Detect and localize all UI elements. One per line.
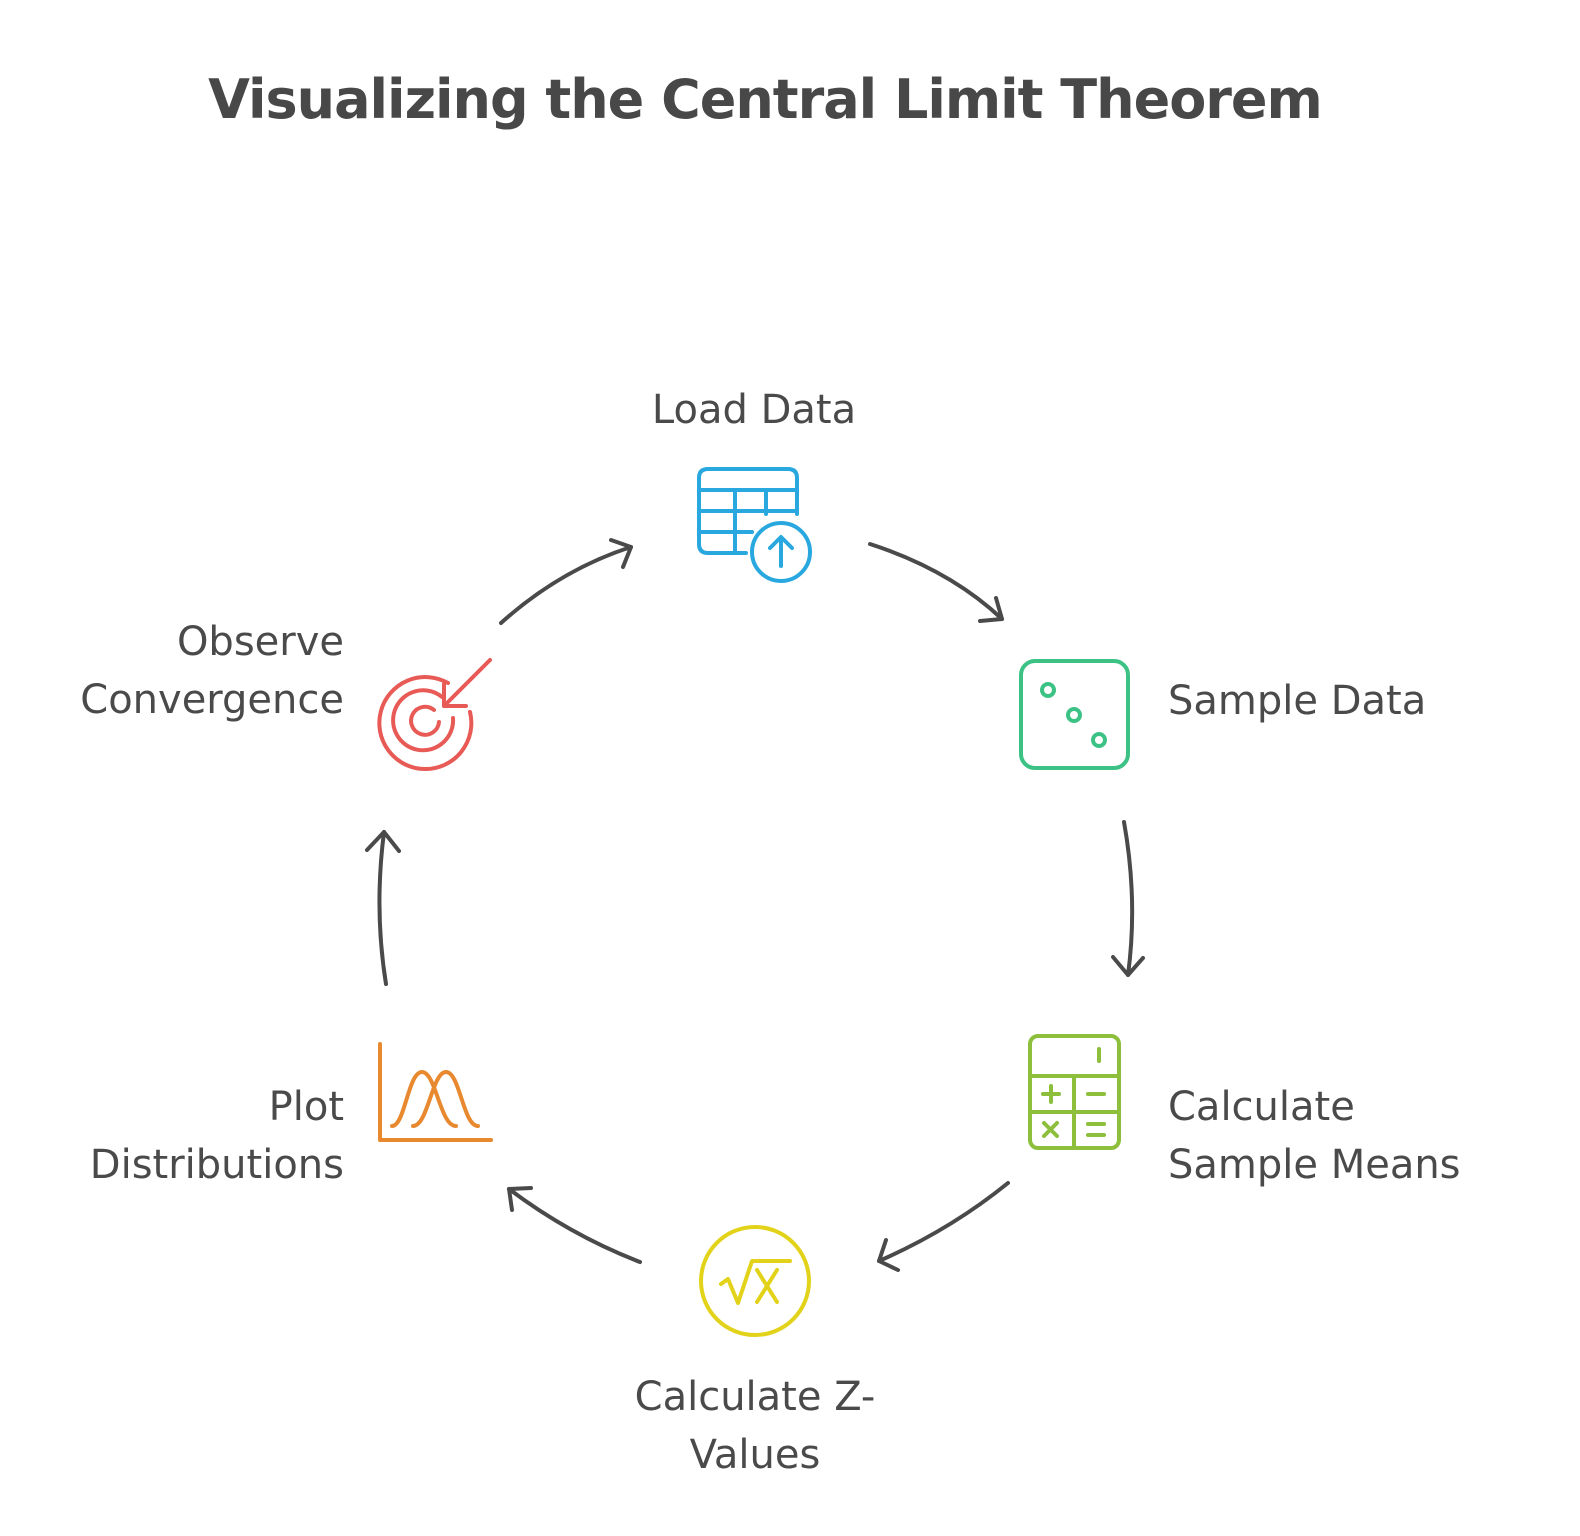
- step-label-line: Values: [689, 1432, 821, 1478]
- step-label-line: Sample Means: [1168, 1142, 1461, 1188]
- diagram-title: Visualizing the Central Limit Theorem: [208, 68, 1323, 131]
- step-label-observe-convergence: Observe Convergence: [20, 613, 344, 729]
- arrow-observe-to-load: [499, 538, 633, 625]
- target-icon: [377, 658, 492, 772]
- arrow-load-to-sample: [868, 542, 1004, 623]
- square-root-icon: [699, 1225, 811, 1337]
- arrow-sample-to-means: [1111, 820, 1145, 977]
- dice-icon: [1019, 659, 1130, 770]
- step-label-sample-data: Sample Data: [1168, 672, 1426, 730]
- step-label-calculate-z-values: Calculate Z- Values: [580, 1368, 930, 1484]
- step-label-load-data: Load Data: [604, 381, 904, 439]
- arrow-means-to-zvalues: [877, 1181, 1010, 1272]
- step-label-line: Plot: [268, 1084, 344, 1130]
- step-label-line: Calculate Z-: [634, 1374, 876, 1420]
- step-label-line: Convergence: [80, 677, 344, 723]
- cycle-arrows: [365, 538, 1145, 1272]
- step-label-line: Observe: [176, 619, 344, 665]
- arrow-plot-to-observe: [365, 830, 401, 986]
- step-label-calculate-sample-means: Calculate Sample Means: [1168, 1078, 1461, 1194]
- step-label-line: Calculate: [1168, 1084, 1355, 1130]
- table-upload-icon: [697, 467, 812, 583]
- step-label-plot-distributions: Plot Distributions: [20, 1078, 344, 1194]
- calculator-icon: [1028, 1034, 1121, 1150]
- step-label-line: Sample Data: [1168, 678, 1427, 724]
- step-label-line: Distributions: [89, 1142, 344, 1188]
- step-label-line: Load Data: [651, 387, 857, 433]
- bell-curves-icon: [378, 1042, 493, 1142]
- arrow-zvalues-to-plot: [507, 1186, 642, 1264]
